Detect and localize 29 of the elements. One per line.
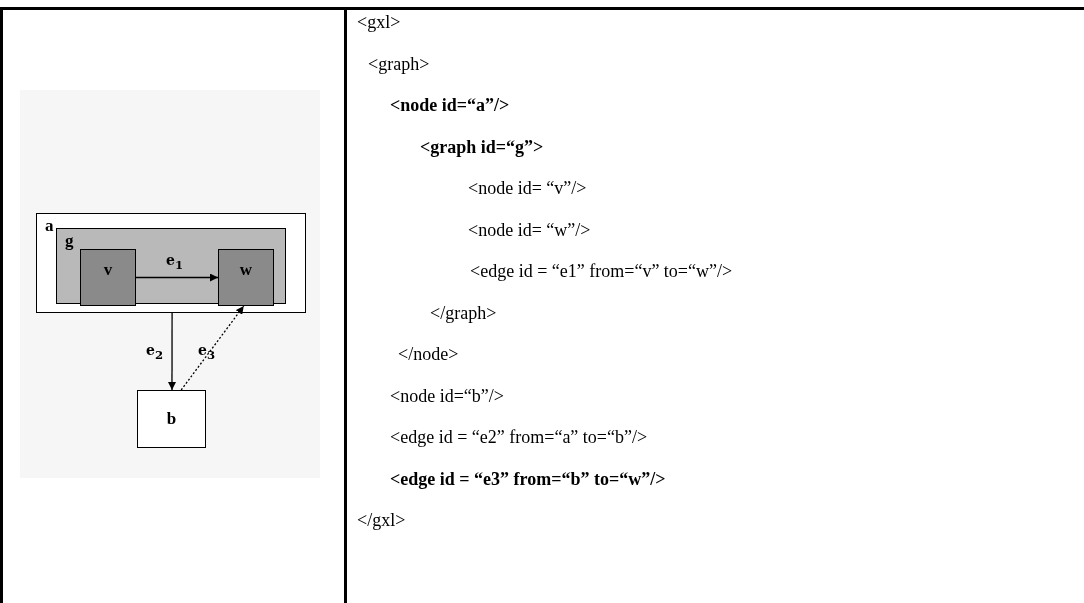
code-line: <node id=“b”/> xyxy=(390,384,504,407)
code-line: </node> xyxy=(398,343,459,365)
code-line: <node id= “v”/> xyxy=(468,177,587,199)
code-line: <edge id = “e2” from=“a” to=“b”/> xyxy=(390,426,648,448)
arrow xyxy=(135,273,219,282)
node-name: a xyxy=(45,216,54,236)
code-line: </gxl> xyxy=(357,509,406,531)
edge-label: e$_{3}$ xyxy=(198,342,216,363)
node-box xyxy=(218,249,274,306)
code-line: </graph> xyxy=(430,301,497,324)
code-line: <edge id = “e3” from=“b” to=“w”/> xyxy=(390,467,666,490)
node-box xyxy=(137,390,206,448)
arrow xyxy=(168,312,176,391)
node-name: g xyxy=(65,231,74,251)
subgraph-box xyxy=(56,228,286,304)
arrow xyxy=(180,305,245,391)
code-line: <node id=“a”/> xyxy=(390,94,510,116)
edge-label: e$_{1}$ xyxy=(166,252,184,273)
code-line: <graph> xyxy=(368,52,430,75)
code-line: <gxl> xyxy=(357,11,401,33)
code-line: <graph id=“g”> xyxy=(420,135,544,158)
node-box xyxy=(80,249,136,306)
node-name: b xyxy=(165,409,178,429)
code-line: <edge id = “e1” from=“v” to=“w”/> xyxy=(470,260,733,282)
node-name: v xyxy=(102,260,114,280)
code-line: <node id= “w”/> xyxy=(468,218,591,241)
node-name: w xyxy=(238,260,254,280)
container-box xyxy=(36,213,306,313)
edge-label: e$_{2}$ xyxy=(146,342,164,363)
